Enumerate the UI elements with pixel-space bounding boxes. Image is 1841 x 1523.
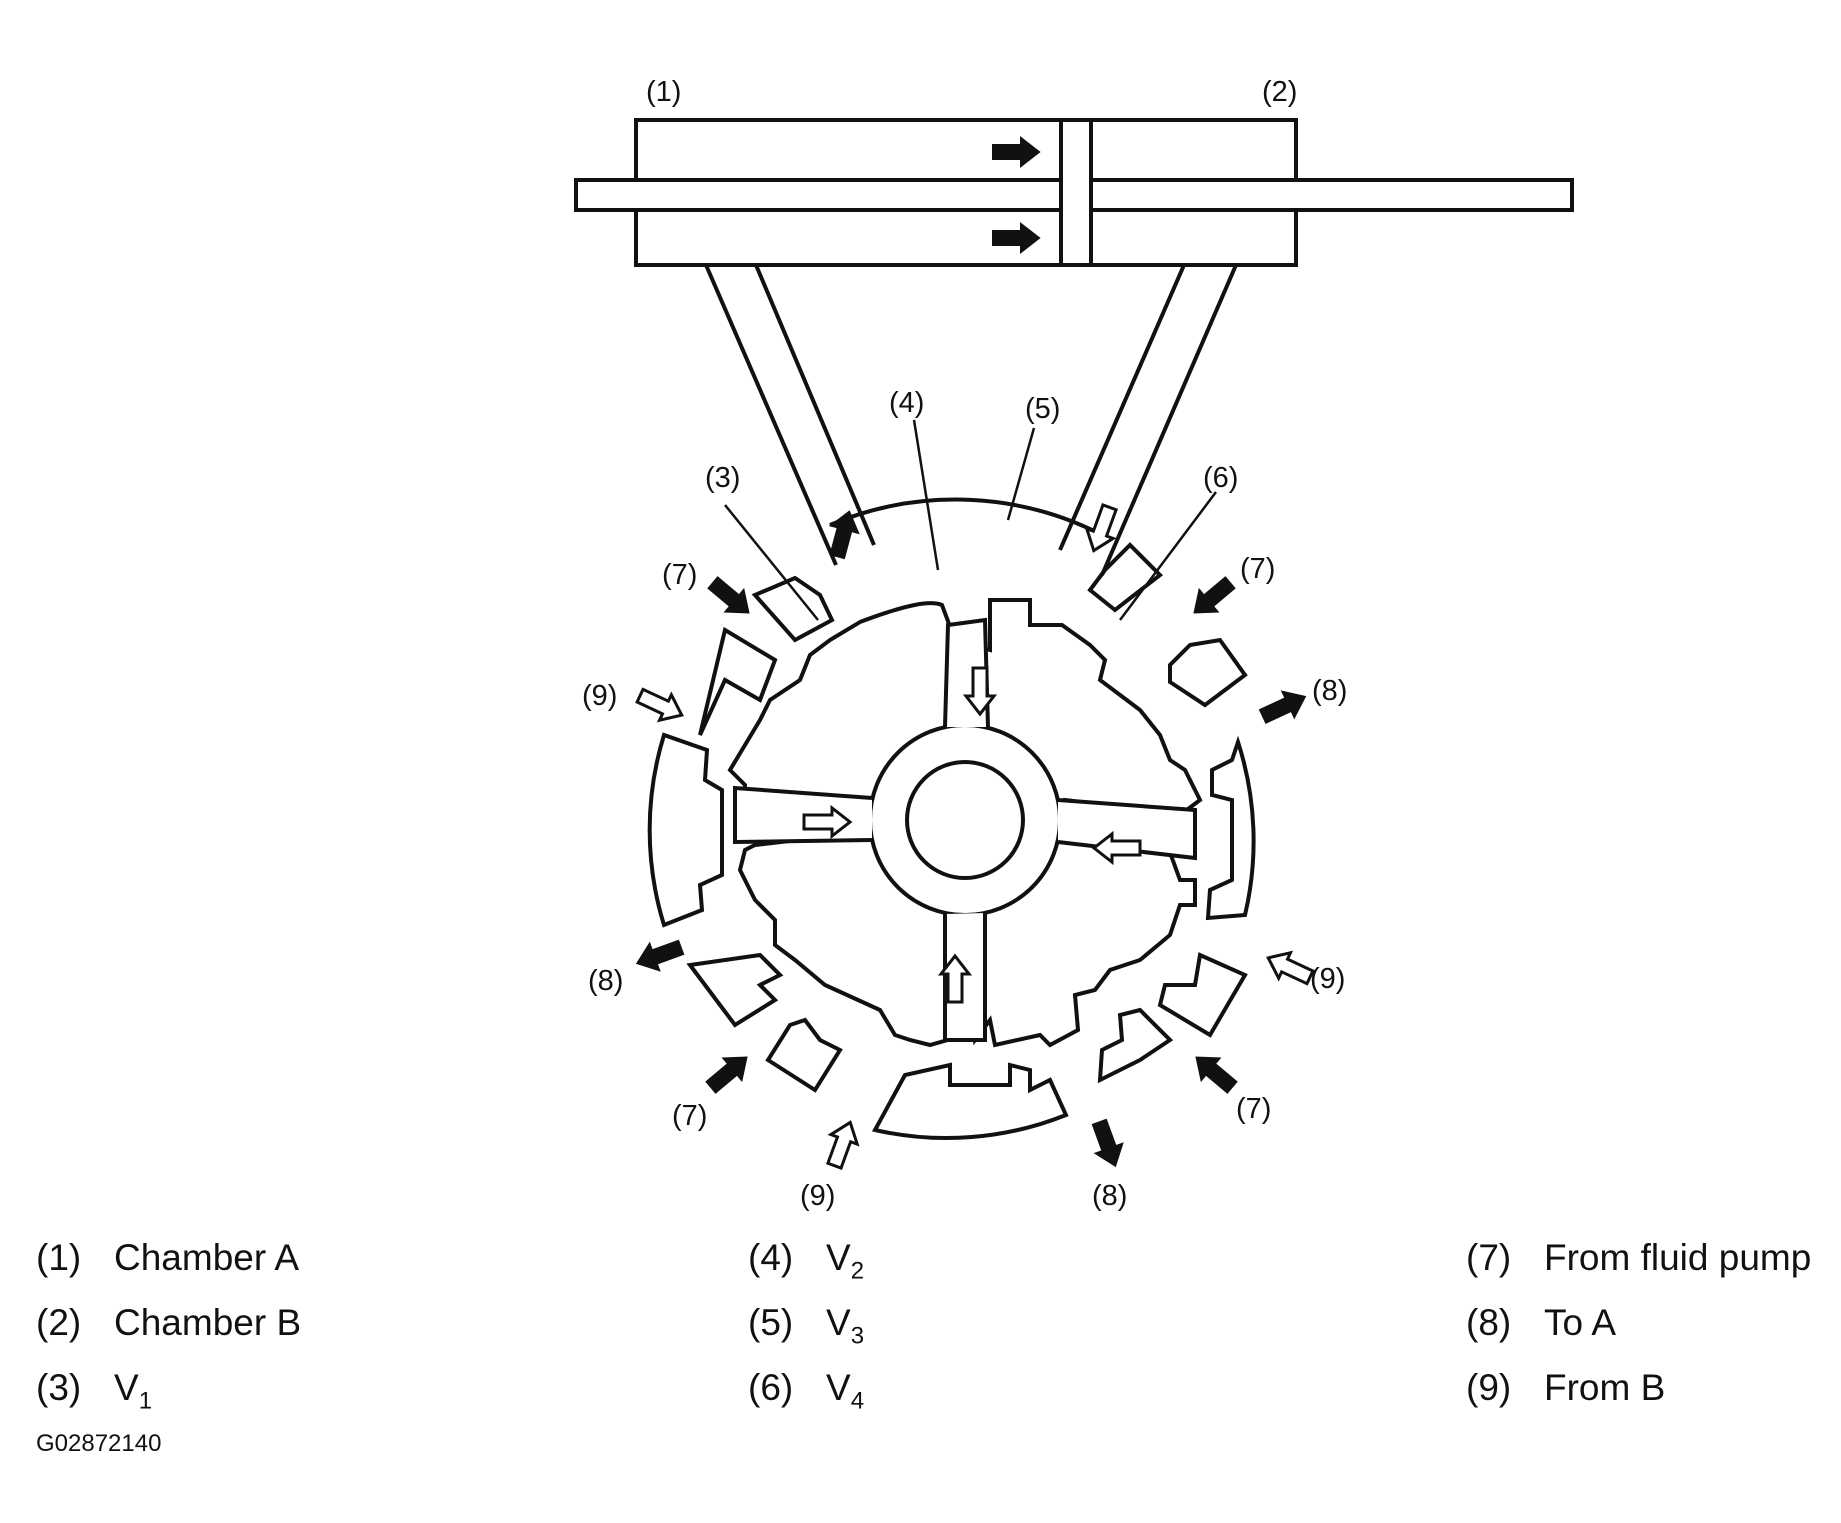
outer-body-top-left bbox=[751, 575, 835, 643]
outer-body-top bbox=[829, 497, 1109, 540]
legend-item-7: (7) From fluid pump bbox=[1466, 1237, 1811, 1279]
legend-label: V4 bbox=[826, 1367, 865, 1415]
figure-id: G02872140 bbox=[36, 1430, 162, 1457]
legend-label: V1 bbox=[114, 1367, 153, 1415]
callout-7-upper-right: (7) bbox=[1240, 553, 1275, 585]
callout-9-right: (9) bbox=[1310, 963, 1345, 995]
outer-body-top-right bbox=[1087, 542, 1164, 613]
legend-label: From B bbox=[1544, 1367, 1666, 1408]
legend-item-1: (1) Chamber A bbox=[36, 1237, 299, 1279]
legend-number: (1) bbox=[36, 1237, 82, 1278]
outer-body-upper-left bbox=[698, 626, 778, 736]
callout-6: (6) bbox=[1203, 462, 1238, 494]
outer-body-right bbox=[1205, 735, 1256, 921]
passage-bottom bbox=[943, 913, 987, 1042]
legend-number: (3) bbox=[36, 1367, 82, 1408]
legend-label: V3 bbox=[826, 1302, 865, 1350]
callout-3: (3) bbox=[705, 462, 740, 494]
arrow-solid-pump-upper-left bbox=[703, 571, 759, 625]
legend-label: From fluid pump bbox=[1544, 1237, 1812, 1278]
callout-9-bottom: (9) bbox=[800, 1180, 835, 1212]
callout-2: (2) bbox=[1262, 76, 1297, 108]
callout-7-upper-left: (7) bbox=[662, 559, 697, 591]
outer-body-bottom bbox=[871, 1062, 1069, 1141]
legend-number: (6) bbox=[748, 1367, 794, 1408]
callout-7-lower-left: (7) bbox=[672, 1100, 707, 1132]
leader-6 bbox=[1119, 491, 1217, 621]
arrow-solid-to-a-bottom bbox=[1085, 1116, 1130, 1172]
legend-item-2: (2) Chamber B bbox=[36, 1302, 301, 1344]
legend-label: Chamber B bbox=[114, 1302, 302, 1343]
rotor-shaft bbox=[905, 760, 1025, 880]
legend-number: (4) bbox=[748, 1237, 794, 1278]
piston bbox=[1059, 118, 1093, 267]
legend-item-4: (4) V2 bbox=[748, 1237, 864, 1285]
leader-5 bbox=[1006, 427, 1036, 521]
legend-label: V2 bbox=[826, 1237, 865, 1285]
arrow-solid-pump-lower-left bbox=[701, 1045, 757, 1099]
leader-3 bbox=[724, 504, 819, 621]
arrow-solid-to-a-left bbox=[631, 933, 687, 978]
legend-item-3: (3) V1 bbox=[36, 1367, 152, 1415]
outer-body-left bbox=[647, 732, 724, 928]
arrow-solid-to-a-right bbox=[1256, 683, 1312, 730]
arrow-hollow-from-b-line bbox=[1079, 501, 1125, 557]
outer-body-lower-left bbox=[686, 952, 784, 1028]
callout-1: (1) bbox=[646, 76, 681, 108]
callout-8-bottom: (8) bbox=[1092, 1180, 1127, 1212]
legend-item-9: (9) From B bbox=[1466, 1367, 1665, 1409]
legend-item-8: (8) To A bbox=[1466, 1302, 1616, 1344]
legend-number: (8) bbox=[1466, 1302, 1512, 1343]
legend-number: (7) bbox=[1466, 1237, 1512, 1278]
callout-4: (4) bbox=[889, 387, 924, 419]
fluid-line-left bbox=[704, 264, 876, 566]
leader-4 bbox=[912, 419, 940, 571]
arrow-solid-pump-lower-right bbox=[1186, 1045, 1242, 1099]
callout-8-right: (8) bbox=[1312, 675, 1347, 707]
legend-label: Chamber A bbox=[114, 1237, 300, 1278]
callout-7-lower-right: (7) bbox=[1236, 1093, 1271, 1125]
legend-number: (2) bbox=[36, 1302, 82, 1343]
legend-item-6: (6) V4 bbox=[748, 1367, 864, 1415]
legend-number: (9) bbox=[1466, 1367, 1512, 1408]
legend-item-5: (5) V3 bbox=[748, 1302, 864, 1350]
outer-body-bottom-left bbox=[765, 1017, 843, 1093]
callout-5: (5) bbox=[1025, 393, 1060, 425]
callout-8-left: (8) bbox=[588, 965, 623, 997]
arrow-hollow-from-b-bottom bbox=[819, 1116, 865, 1172]
legend-number: (5) bbox=[748, 1302, 794, 1343]
arrow-solid-pump-upper-right bbox=[1184, 571, 1240, 625]
arrow-hollow-from-b-left bbox=[632, 681, 690, 730]
callout-9-left: (9) bbox=[582, 680, 617, 712]
legend-label: To A bbox=[1544, 1302, 1616, 1343]
outer-body-lower-right bbox=[1157, 952, 1248, 1038]
outer-body-upper-right bbox=[1168, 637, 1248, 708]
arrow-hollow-from-b-right bbox=[1260, 943, 1318, 992]
fluid-line-right bbox=[1058, 264, 1238, 576]
outer-body-bottom-right bbox=[1097, 1007, 1174, 1084]
